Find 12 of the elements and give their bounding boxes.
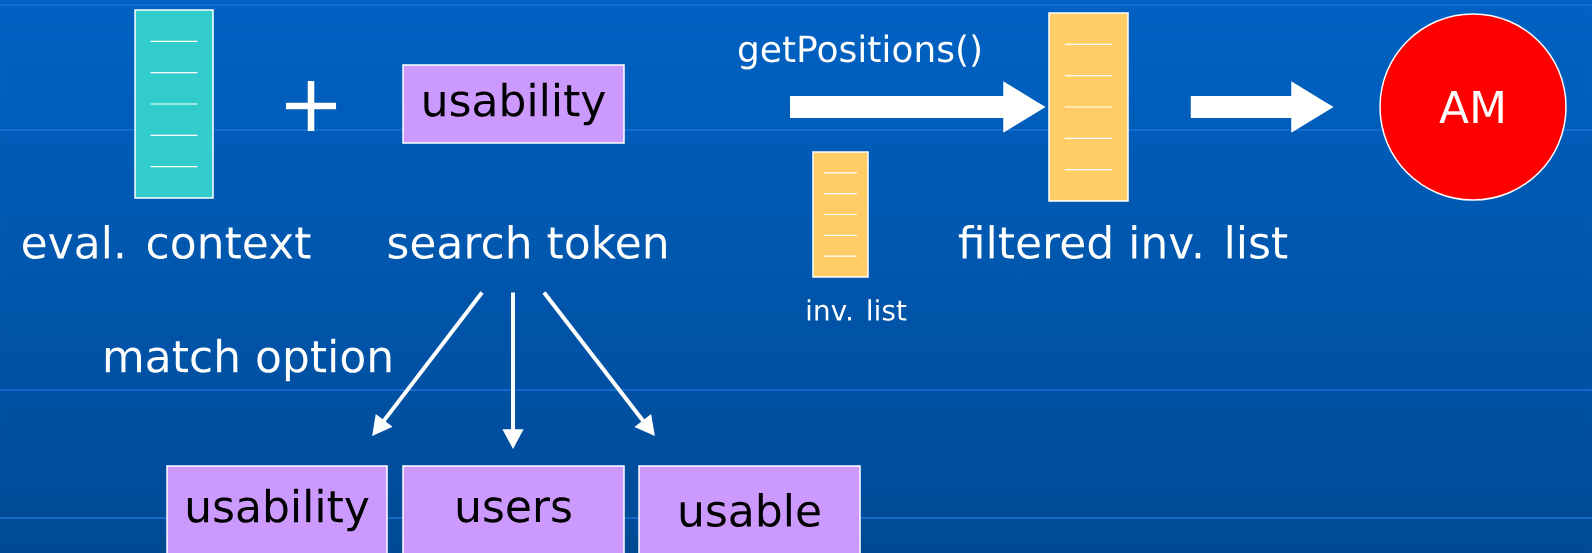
word-box: usability [402,64,625,144]
caption-label: filtered inv. list [958,225,1288,259]
text-label: match option [105,338,391,382]
edge-label: getPositions() [738,34,980,70]
word-box: usable [638,465,861,553]
caption-label: search token [388,225,666,259]
word-box: usability [166,465,388,553]
caption-label: eval. context [23,225,311,259]
circle-node: AM [1379,13,1567,201]
word-box: users [402,465,625,553]
caption-label: inv. list [807,299,907,321]
plus-sign: + [285,80,337,132]
